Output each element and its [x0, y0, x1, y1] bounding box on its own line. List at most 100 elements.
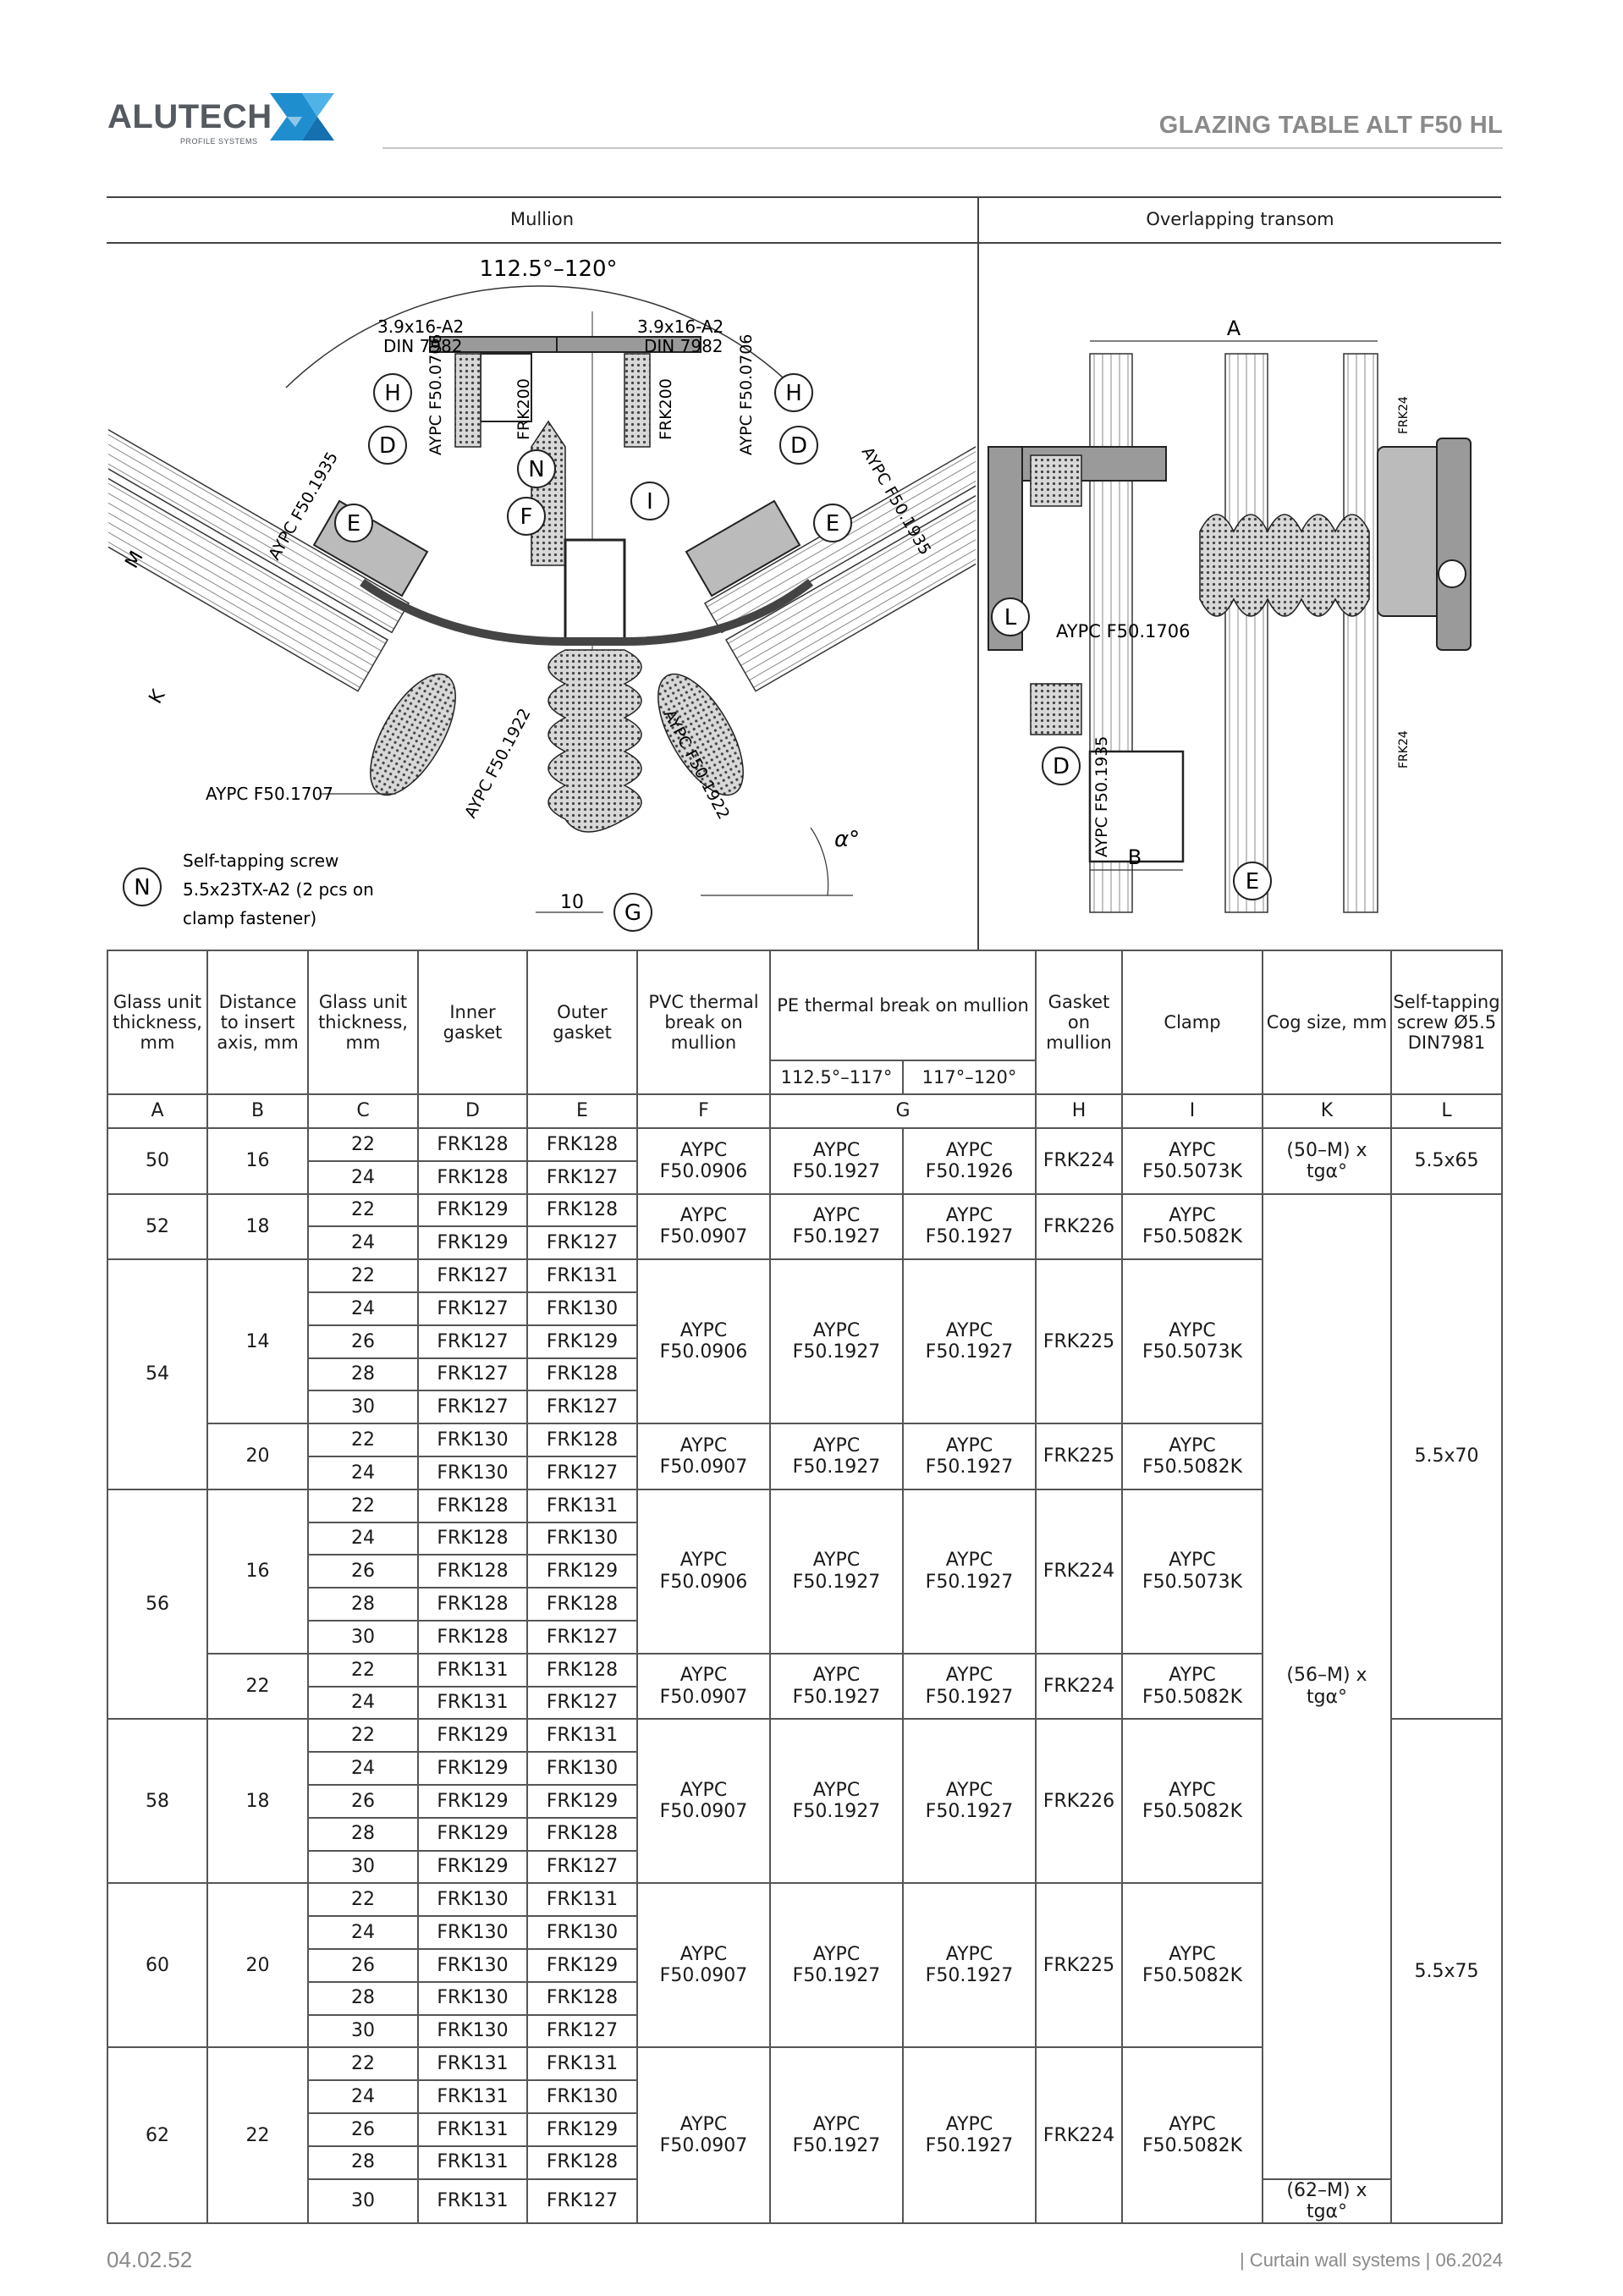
cell-glass-unit: 26	[307, 1324, 419, 1359]
cell-inner-gasket: FRK129	[417, 1718, 528, 1754]
letter-l: L	[1390, 1093, 1503, 1129]
brand-mark-icon	[270, 93, 334, 140]
cell-pe-break-2: AYPC F50.1927	[902, 1488, 1037, 1655]
cell-outer-gasket: FRK127	[526, 1849, 638, 1885]
screw-right-line2: DIN 7982	[644, 336, 723, 356]
drawing-divider	[977, 196, 979, 950]
callout-n: N	[517, 449, 556, 488]
cell-pe-break-2: AYPC F50.1926	[902, 1127, 1037, 1195]
brand-logo: ALUTECH PROFILE SYSTEMS	[107, 85, 344, 152]
callout-h-right: H	[774, 373, 813, 412]
cell-inner-gasket: FRK128	[417, 1159, 528, 1195]
cell-pe-break-2: AYPC F50.1927	[902, 1718, 1037, 1885]
col-l-header: Self-tapping screw Ø5.5 DIN7981	[1390, 950, 1503, 1095]
cell-mullion-gasket: FRK225	[1035, 1258, 1123, 1425]
cell-insert-distance: 20	[206, 1423, 309, 1490]
cell-glass-unit: 22	[307, 1127, 419, 1162]
cell-glass-unit: 22	[307, 1652, 419, 1688]
cell-glass-thickness: 54	[107, 1258, 208, 1490]
cell-clamp: AYPC F50.5082K	[1121, 1423, 1263, 1490]
col-f-header: PVC thermal break on mullion	[636, 950, 771, 1095]
brand-name: ALUTECH	[107, 98, 272, 135]
cell-cog-size: (62–M) x tgα°	[1262, 2178, 1392, 2225]
cell-outer-gasket: FRK130	[526, 2079, 638, 2114]
svg-text:E: E	[1246, 869, 1259, 895]
cell-clamp: AYPC F50.5082K	[1121, 1718, 1263, 1885]
cell-clamp: AYPC F50.5082K	[1121, 2046, 1263, 2225]
cell-glass-unit: 30	[307, 2013, 419, 2049]
callout-l: L	[991, 597, 1030, 636]
letter-i: I	[1121, 1093, 1263, 1129]
cell-glass-thickness: 62	[107, 2046, 208, 2225]
callout-h-left: H	[373, 373, 412, 412]
cell-mullion-gasket: FRK224	[1035, 1652, 1123, 1721]
svg-text:H: H	[785, 381, 802, 406]
cell-pe-break-2: AYPC F50.1927	[902, 1652, 1037, 1721]
col-k-header: Cog size, mm	[1262, 950, 1392, 1095]
cell-inner-gasket: FRK128	[417, 1127, 528, 1162]
cell-glass-unit: 22	[307, 1718, 419, 1754]
svg-text:F: F	[520, 504, 533, 530]
cell-outer-gasket: FRK128	[526, 2145, 638, 2180]
cell-pvc-break: AYPC F50.0907	[636, 1718, 771, 1885]
cell-glass-unit: 26	[307, 1554, 419, 1589]
cell-outer-gasket: FRK128	[526, 1127, 638, 1162]
cell-mullion-gasket: FRK224	[1035, 1127, 1123, 1195]
col-g2-header: 117°–120°	[902, 1060, 1037, 1095]
cell-outer-gasket: FRK128	[526, 1357, 638, 1392]
cell-outer-gasket: FRK130	[526, 1291, 638, 1326]
cell-pe-break-2: AYPC F50.1927	[902, 1192, 1037, 1261]
cell-clamp: AYPC F50.5073K	[1121, 1258, 1263, 1425]
cell-inner-gasket: FRK128	[417, 1619, 528, 1655]
cell-outer-gasket: FRK131	[526, 1488, 638, 1523]
cell-pvc-break: AYPC F50.0907	[636, 1652, 771, 1721]
callout-e-transom: E	[1233, 862, 1272, 900]
col-d-header: Inner gasket	[417, 950, 528, 1095]
cell-inner-gasket: FRK130	[417, 1455, 528, 1490]
glazing-table-wrap: Glass unit thickness, mm Distance to ins…	[107, 950, 1503, 2225]
footer-section: | Curtain wall systems | 06.2024	[1239, 2249, 1503, 2271]
cell-inner-gasket: FRK129	[417, 1783, 528, 1819]
cell-glass-thickness: 60	[107, 1882, 208, 2049]
cell-pvc-break: AYPC F50.0906	[636, 1127, 771, 1195]
svg-text:H: H	[384, 381, 401, 406]
cell-glass-unit: 22	[307, 1488, 419, 1523]
dim-b: B	[1128, 845, 1142, 869]
cell-glass-unit: 24	[307, 1751, 419, 1786]
cell-insert-distance: 22	[206, 1652, 309, 1721]
cell-outer-gasket: FRK127	[526, 1225, 638, 1261]
cell-inner-gasket: FRK130	[417, 1915, 528, 1950]
brand-subtitle: PROFILE SYSTEMS	[180, 137, 258, 146]
screw-right-line1: 3.9x16-A2	[637, 317, 723, 337]
cell-inner-gasket: FRK131	[417, 2079, 528, 2114]
letter-e: E	[526, 1093, 638, 1129]
cell-glass-unit: 28	[307, 1980, 419, 2016]
screw-left-line1: 3.9x16-A2	[377, 317, 464, 337]
cell-cog-size: (50–M) x tgα°	[1262, 1127, 1392, 1195]
cell-clamp: AYPC F50.5082K	[1121, 1882, 1263, 2049]
cell-pvc-break: AYPC F50.0907	[636, 1423, 771, 1490]
col-b-header: Distance to insert axis, mm	[206, 950, 309, 1095]
svg-text:D: D	[1053, 754, 1070, 779]
cell-outer-gasket: FRK131	[526, 2046, 638, 2082]
svg-text:E: E	[826, 511, 839, 537]
note-line-2: 5.5x23TX-A2 (2 pcs on	[183, 879, 374, 900]
cell-pe-break-1: AYPC F50.1927	[769, 1192, 904, 1261]
cell-outer-gasket: FRK131	[526, 1882, 638, 1918]
cell-glass-thickness: 56	[107, 1488, 208, 1721]
cell-glass-unit: 26	[307, 1947, 419, 1983]
cell-pe-break-1: AYPC F50.1927	[769, 1652, 904, 1721]
label-aypc-1922-left: AYPC F50.1922	[461, 705, 535, 821]
cell-glass-unit: 28	[307, 1357, 419, 1392]
cell-outer-gasket: FRK129	[526, 1554, 638, 1589]
cell-mullion-gasket: FRK226	[1035, 1718, 1123, 1885]
